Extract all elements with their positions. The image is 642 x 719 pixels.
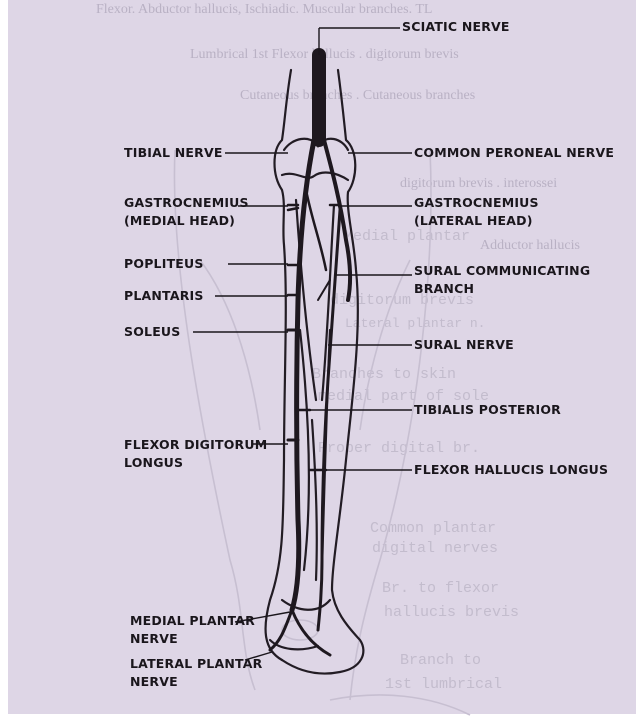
label-line: GASTROCNEMIUS — [124, 194, 249, 212]
label-line: FLEXOR DIGITORUM — [124, 436, 267, 454]
label-line: SURAL COMMUNICATING — [414, 262, 590, 280]
label-flexor-hallucis-longus: FLEXOR HALLUCIS LONGUS — [414, 461, 608, 479]
label-soleus: SOLEUS — [124, 323, 181, 341]
label-plantaris: PLANTARIS — [124, 287, 204, 305]
label-gastrocnemius-medial: GASTROCNEMIUS (MEDIAL HEAD) — [124, 194, 249, 230]
label-flexor-digitorum-longus: FLEXOR DIGITORUM LONGUS — [124, 436, 267, 472]
label-popliteus: POPLITEUS — [124, 255, 204, 273]
label-sural-communicating-branch: SURAL COMMUNICATING BRANCH — [414, 262, 590, 298]
label-tibial-nerve: TIBIAL NERVE — [124, 144, 223, 162]
label-sural-nerve: SURAL NERVE — [414, 336, 514, 354]
label-line: NERVE — [130, 673, 262, 691]
label-medial-plantar-nerve: MEDIAL PLANTAR NERVE — [130, 612, 255, 648]
label-line: (LATERAL HEAD) — [414, 212, 539, 230]
label-line: MEDIAL PLANTAR — [130, 612, 255, 630]
label-line: LONGUS — [124, 454, 267, 472]
leg-outline — [266, 70, 364, 674]
label-line: NERVE — [130, 630, 255, 648]
label-gastrocnemius-lateral: GASTROCNEMIUS (LATERAL HEAD) — [414, 194, 539, 230]
label-common-peroneal-nerve: COMMON PERONEAL NERVE — [414, 144, 614, 162]
label-lateral-plantar-nerve: LATERAL PLANTAR NERVE — [130, 655, 262, 691]
label-sciatic-nerve: SCIATIC NERVE — [402, 18, 510, 36]
label-line: LATERAL PLANTAR — [130, 655, 262, 673]
label-line: GASTROCNEMIUS — [414, 194, 539, 212]
label-line: (MEDIAL HEAD) — [124, 212, 249, 230]
label-line: BRANCH — [414, 280, 590, 298]
label-tibialis-posterior: TIBIALIS POSTERIOR — [414, 401, 561, 419]
